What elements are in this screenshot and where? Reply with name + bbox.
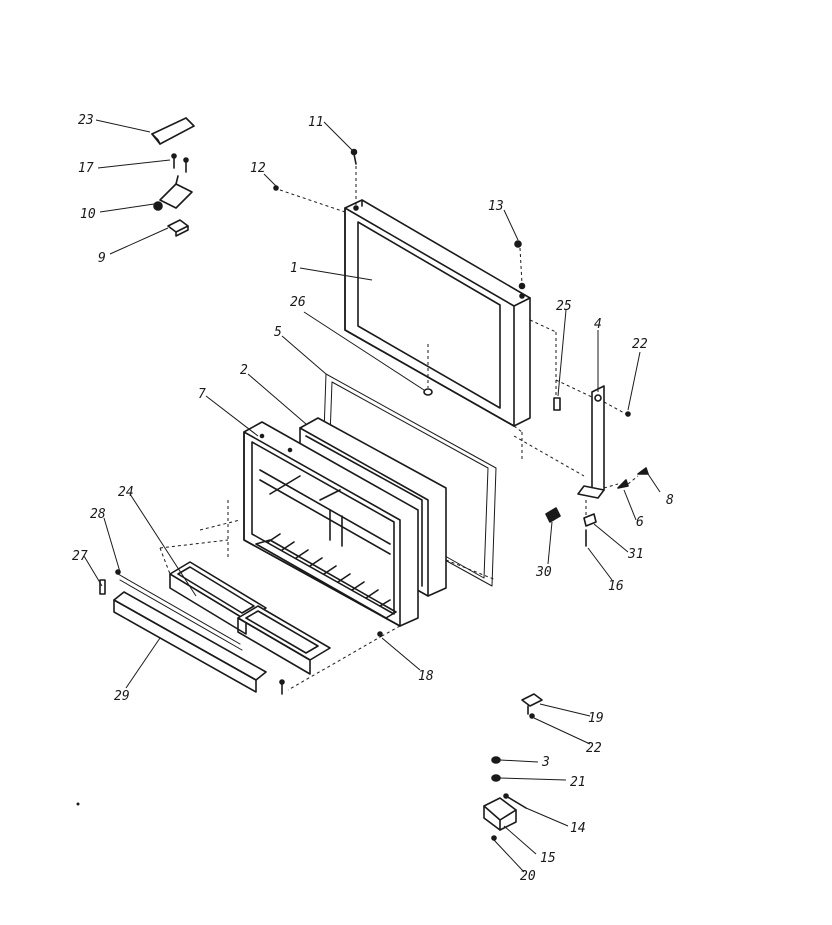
callout-3: 3 bbox=[541, 755, 550, 770]
callout-13: 13 bbox=[488, 199, 504, 214]
door-bracket-part bbox=[577, 385, 605, 499]
callout-21: 21 bbox=[570, 775, 586, 790]
callout-14: 14 bbox=[570, 821, 586, 836]
screw-22-part bbox=[625, 411, 631, 417]
freezer-basket-part bbox=[169, 561, 331, 675]
screw-6-part bbox=[617, 479, 629, 489]
callout-19: 19 bbox=[588, 711, 604, 726]
callout-20: 20 bbox=[520, 869, 536, 884]
callout-leaders bbox=[83, 119, 661, 873]
callout-9: 9 bbox=[98, 251, 106, 266]
screw-12-part bbox=[273, 185, 279, 191]
drawer-front-part bbox=[113, 591, 267, 693]
callout-31: 31 bbox=[627, 547, 644, 562]
callout-labels: 23 17 10 9 11 12 13 1 26 5 2 7 25 4 22 8… bbox=[72, 113, 674, 884]
top-hinge-part bbox=[153, 175, 193, 211]
callout-8: 8 bbox=[666, 493, 674, 508]
screw-8-part bbox=[637, 467, 649, 475]
callout-26: 26 bbox=[290, 295, 306, 310]
hinge-cover-part bbox=[151, 117, 195, 145]
washer-21-part bbox=[491, 774, 501, 782]
callout-12: 12 bbox=[250, 161, 266, 176]
callout-28: 28 bbox=[90, 507, 106, 522]
callout-30: 30 bbox=[535, 565, 552, 580]
drawer-rail-part bbox=[115, 569, 243, 651]
callout-23: 23 bbox=[78, 113, 94, 128]
callout-16: 16 bbox=[608, 579, 624, 594]
washer-3-part bbox=[491, 756, 501, 764]
hinge-pin-bushing-part bbox=[553, 397, 561, 411]
stray-mark bbox=[76, 802, 80, 806]
callout-24: 24 bbox=[118, 485, 134, 500]
callout-15: 15 bbox=[540, 851, 556, 866]
callout-2: 2 bbox=[240, 363, 248, 378]
callout-17: 17 bbox=[78, 161, 94, 176]
callout-25: 25 bbox=[556, 299, 572, 314]
callout-27: 27 bbox=[72, 549, 88, 564]
stop-31-part bbox=[583, 513, 597, 527]
bottom-hinge-part bbox=[483, 793, 527, 831]
callout-1: 1 bbox=[290, 261, 298, 276]
callout-18: 18 bbox=[418, 669, 434, 684]
callout-6: 6 bbox=[636, 515, 644, 530]
screw-18-part bbox=[279, 631, 383, 695]
hinge-bushing-part bbox=[167, 219, 189, 237]
freezer-door-part bbox=[344, 199, 531, 427]
callout-5: 5 bbox=[274, 325, 282, 340]
screw-11-part bbox=[350, 148, 358, 165]
rail-clip-part bbox=[99, 579, 106, 595]
assembly-lines bbox=[159, 166, 639, 691]
plug-13-part bbox=[514, 240, 522, 248]
hinge-screws-part bbox=[171, 153, 189, 173]
callout-7: 7 bbox=[198, 387, 206, 402]
callout-22-bottom: 22 bbox=[586, 741, 602, 756]
stop-30-part bbox=[545, 507, 561, 523]
screw-20-part bbox=[491, 835, 497, 841]
callout-29: 29 bbox=[114, 689, 130, 704]
callout-11: 11 bbox=[308, 115, 324, 130]
callout-22-top: 22 bbox=[632, 337, 648, 352]
callout-4: 4 bbox=[594, 317, 602, 332]
bracket-19-part bbox=[521, 693, 543, 715]
callout-10: 10 bbox=[80, 207, 96, 222]
screw-22b-part bbox=[529, 713, 535, 719]
